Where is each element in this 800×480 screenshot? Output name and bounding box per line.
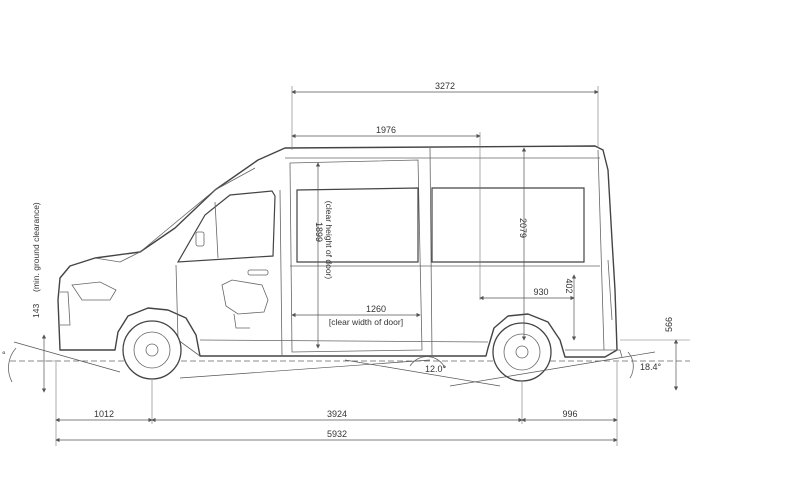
- dim-wheelbase-label: 3924: [327, 409, 347, 419]
- dim-rear-step: 930 402: [479, 274, 577, 341]
- dim-overall-length: 5932: [55, 429, 618, 443]
- angle-ramp-label: 12.0°: [425, 364, 447, 374]
- dim-bottom-extensions: [55, 362, 618, 446]
- dim-rear-step-height-label: 402: [564, 278, 574, 293]
- rear-wheel: [492, 322, 552, 382]
- front-door-window-divider: [214, 201, 219, 259]
- door-handle: [247, 269, 269, 276]
- sliding-door-rail: [429, 147, 433, 357]
- sliding-door: [289, 159, 423, 353]
- side-window-front: [296, 187, 419, 263]
- dim-door-width-label: 1260: [366, 304, 386, 314]
- angle-approach-label: °: [2, 350, 6, 360]
- angle-departure: 18.4°: [449, 351, 662, 387]
- dim-door-top: 1976: [291, 125, 481, 300]
- dim-roof-length-label: 3272: [435, 81, 455, 91]
- front-wheel: [122, 320, 182, 380]
- dim-wheelbase: 3924: [151, 409, 523, 423]
- dim-ground-clearance-note: (min. ground clearance): [31, 202, 41, 292]
- dim-overall-length-label: 5932: [327, 429, 347, 439]
- dim-rear-sill-label: 566: [664, 317, 674, 332]
- dim-door-height-label: 1899: [314, 222, 324, 242]
- angle-departure-label: 18.4°: [640, 362, 662, 372]
- dim-rear-overhang: 996: [521, 409, 618, 423]
- seat-sketch: [221, 279, 269, 329]
- grille: [60, 291, 71, 326]
- dim-front-overhang-label: 1012: [94, 409, 114, 419]
- dim-ground-clearance: 143 (min. ground clearance): [31, 202, 60, 393]
- dim-door-width: 1260 [clear width of door]: [291, 304, 421, 327]
- dim-door-height-note: (clear height of door): [324, 201, 334, 280]
- mirror: [195, 231, 205, 247]
- dim-front-overhang: 1012: [55, 409, 153, 423]
- rear-pillar: [597, 149, 613, 351]
- dim-door-width-note: [clear width of door]: [329, 317, 403, 327]
- headlight: [71, 281, 117, 301]
- hood-line: [94, 251, 141, 263]
- dim-rear-step-width-label: 930: [533, 287, 548, 297]
- dim-ground-clearance-label: 143: [31, 304, 41, 318]
- windshield: [139, 167, 256, 253]
- front-door-window: [176, 190, 276, 263]
- dim-door-top-label: 1976: [376, 125, 396, 135]
- angle-approach: °: [2, 341, 121, 383]
- side-window-rear: [431, 187, 585, 263]
- rear-bumper: [565, 349, 623, 358]
- dim-rear-sill: 566: [620, 317, 690, 391]
- dim-rear-overhang-label: 996: [562, 409, 577, 419]
- lower-body-line: [199, 339, 489, 343]
- dim-door-height: 1899 (clear height of door): [314, 162, 334, 349]
- dim-interior-height: 2079: [518, 147, 528, 341]
- dim-roof-length: 3272: [291, 81, 599, 150]
- dim-interior-height-label: 2079: [518, 218, 528, 238]
